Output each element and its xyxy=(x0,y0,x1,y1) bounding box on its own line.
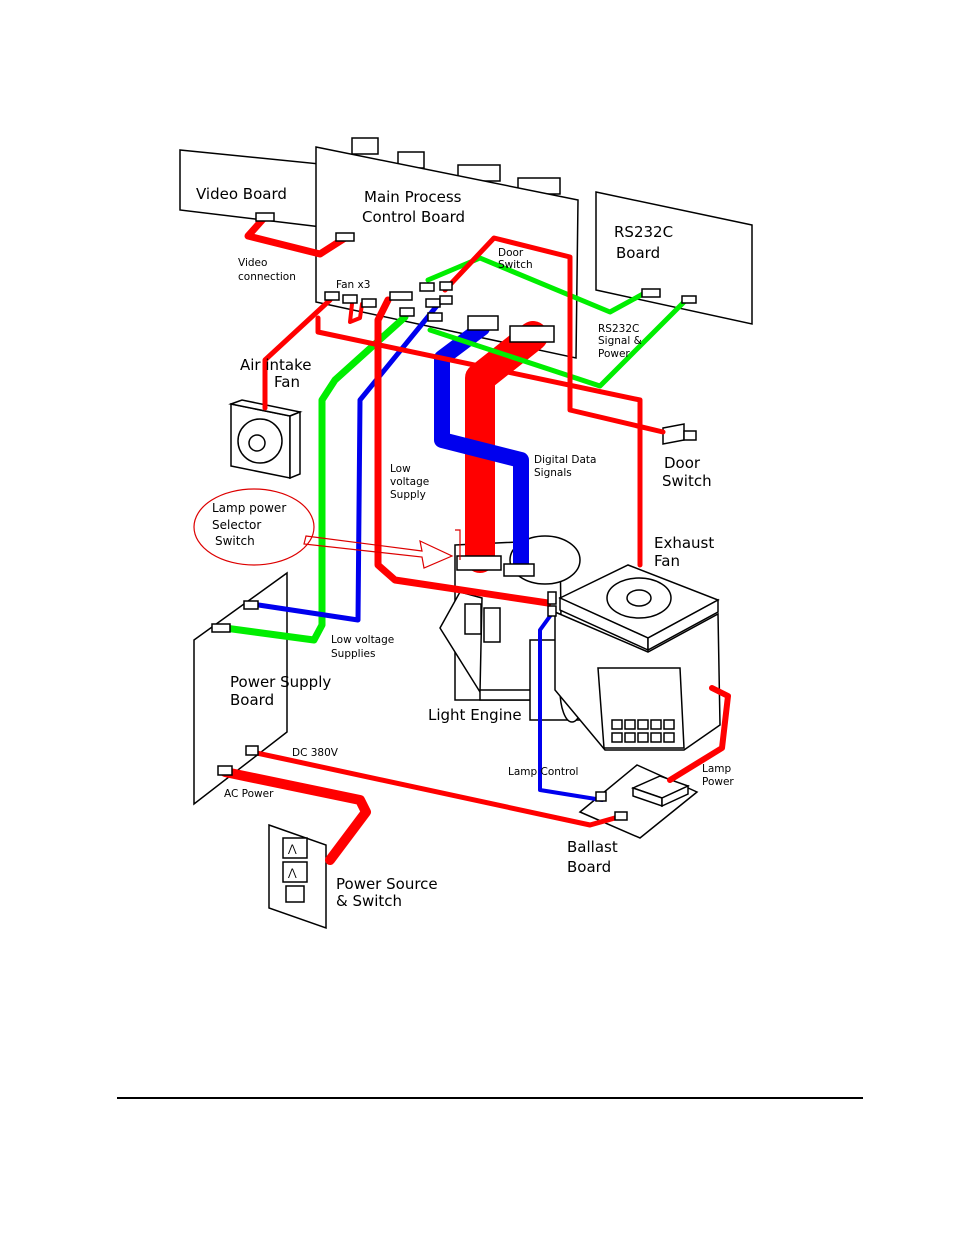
red-exhaust-fan-wire xyxy=(315,315,643,568)
door-switch-wire-label-2: Switch xyxy=(498,259,533,271)
housing-vents xyxy=(611,719,675,743)
ac-power-label: AC Power xyxy=(224,788,274,800)
power-supply-label-2: Board xyxy=(230,691,274,709)
rs232c-board xyxy=(595,191,753,325)
low-voltage-supply-label-3: Supply xyxy=(390,489,426,501)
red-data-ribbon xyxy=(465,321,548,573)
red-fan-loop xyxy=(348,302,364,324)
low-voltage-supplies-label-1: Low voltage xyxy=(331,634,394,646)
blue-lamp-control-wire xyxy=(538,610,604,802)
red-ac-power-wire xyxy=(220,767,371,865)
lamp-selector-marker xyxy=(455,529,461,560)
air-intake-fan xyxy=(228,399,303,480)
digital-data-label-1: Digital Data xyxy=(534,454,596,466)
lamp-selector-label-1: Lamp power xyxy=(212,501,286,515)
rs232-signal-label-1: RS232C xyxy=(598,323,639,335)
rs232-signal-label-3: Power xyxy=(598,348,630,360)
power-source-switch: ⋀ ⋀ xyxy=(268,823,327,930)
door-switch-label-1: Door xyxy=(664,454,701,472)
power-supply-label-1: Power Supply xyxy=(230,673,331,691)
red-door-switch-wire xyxy=(442,235,666,435)
socket-symbol-1: ⋀ xyxy=(287,843,297,855)
digital-data-label-2: Signals xyxy=(534,467,572,479)
dc-380v-label: DC 380V xyxy=(292,747,339,759)
socket-symbol-2: ⋀ xyxy=(287,867,297,879)
blue-data-ribbon xyxy=(434,320,529,573)
footer-rule xyxy=(117,1097,863,1099)
connectors xyxy=(211,212,697,821)
red-dc380v-wire xyxy=(249,749,625,828)
video-connection-label-1: Video xyxy=(238,257,267,269)
rs232-signal-label-2: Signal & xyxy=(598,335,642,347)
green-rs232-wire-2 xyxy=(427,297,689,389)
lamp-selector-label-2: Selector xyxy=(212,518,261,532)
rs232-board-label-1: RS232C xyxy=(614,223,673,241)
exhaust-fan-label-1: Exhaust xyxy=(654,534,714,552)
green-rs232-wire-1 xyxy=(425,255,646,315)
door-switch-wire-label-1: Door xyxy=(498,247,524,259)
lamp-selector-arrow xyxy=(303,535,454,569)
lamp-power-box xyxy=(630,775,690,808)
low-voltage-supplies-label-2: Supplies xyxy=(331,648,375,660)
lamp-selector-label-3: Switch xyxy=(215,534,255,548)
door-switch-label-2: Switch xyxy=(662,472,712,490)
power-source-label-2: & Switch xyxy=(336,892,402,910)
video-connection-label-2: connection xyxy=(238,271,296,283)
low-voltage-supply-label-2: voltage xyxy=(390,476,429,488)
video-board-label: Video Board xyxy=(196,185,287,203)
lamp-power-label-2: Power xyxy=(702,776,734,788)
low-voltage-supply-label-1: Low xyxy=(390,463,411,475)
lamp-power-label-1: Lamp xyxy=(702,763,732,775)
red-lamp-power-wire xyxy=(667,685,731,783)
ballast-board-label-1: Ballast xyxy=(567,838,618,856)
rs232-board-label-2: Board xyxy=(616,244,660,262)
power-source-label-1: Power Source xyxy=(336,875,438,893)
main-board-label-1: Main Process xyxy=(364,188,462,206)
lamp-selector-callout xyxy=(193,488,315,566)
red-video-wire xyxy=(244,214,349,258)
green-low-voltage-wire xyxy=(221,313,409,644)
red-air-intake-wire xyxy=(262,297,333,411)
red-low-voltage-wire xyxy=(374,296,552,607)
exhaust-fan-label-2: Fan xyxy=(654,552,680,570)
light-engine-label: Light Engine xyxy=(428,706,522,724)
exhaust-fan-housing xyxy=(554,564,721,751)
main-board-label-2: Control Board xyxy=(362,208,465,226)
air-intake-label-2: Fan xyxy=(274,373,300,391)
door-switch-component xyxy=(662,423,697,445)
ballast-board-label-2: Board xyxy=(567,858,611,876)
lamp-control-label: Lamp Control xyxy=(508,766,578,778)
air-intake-label-1: Air intake xyxy=(240,356,312,374)
fan-x3-label: Fan x3 xyxy=(336,279,370,291)
